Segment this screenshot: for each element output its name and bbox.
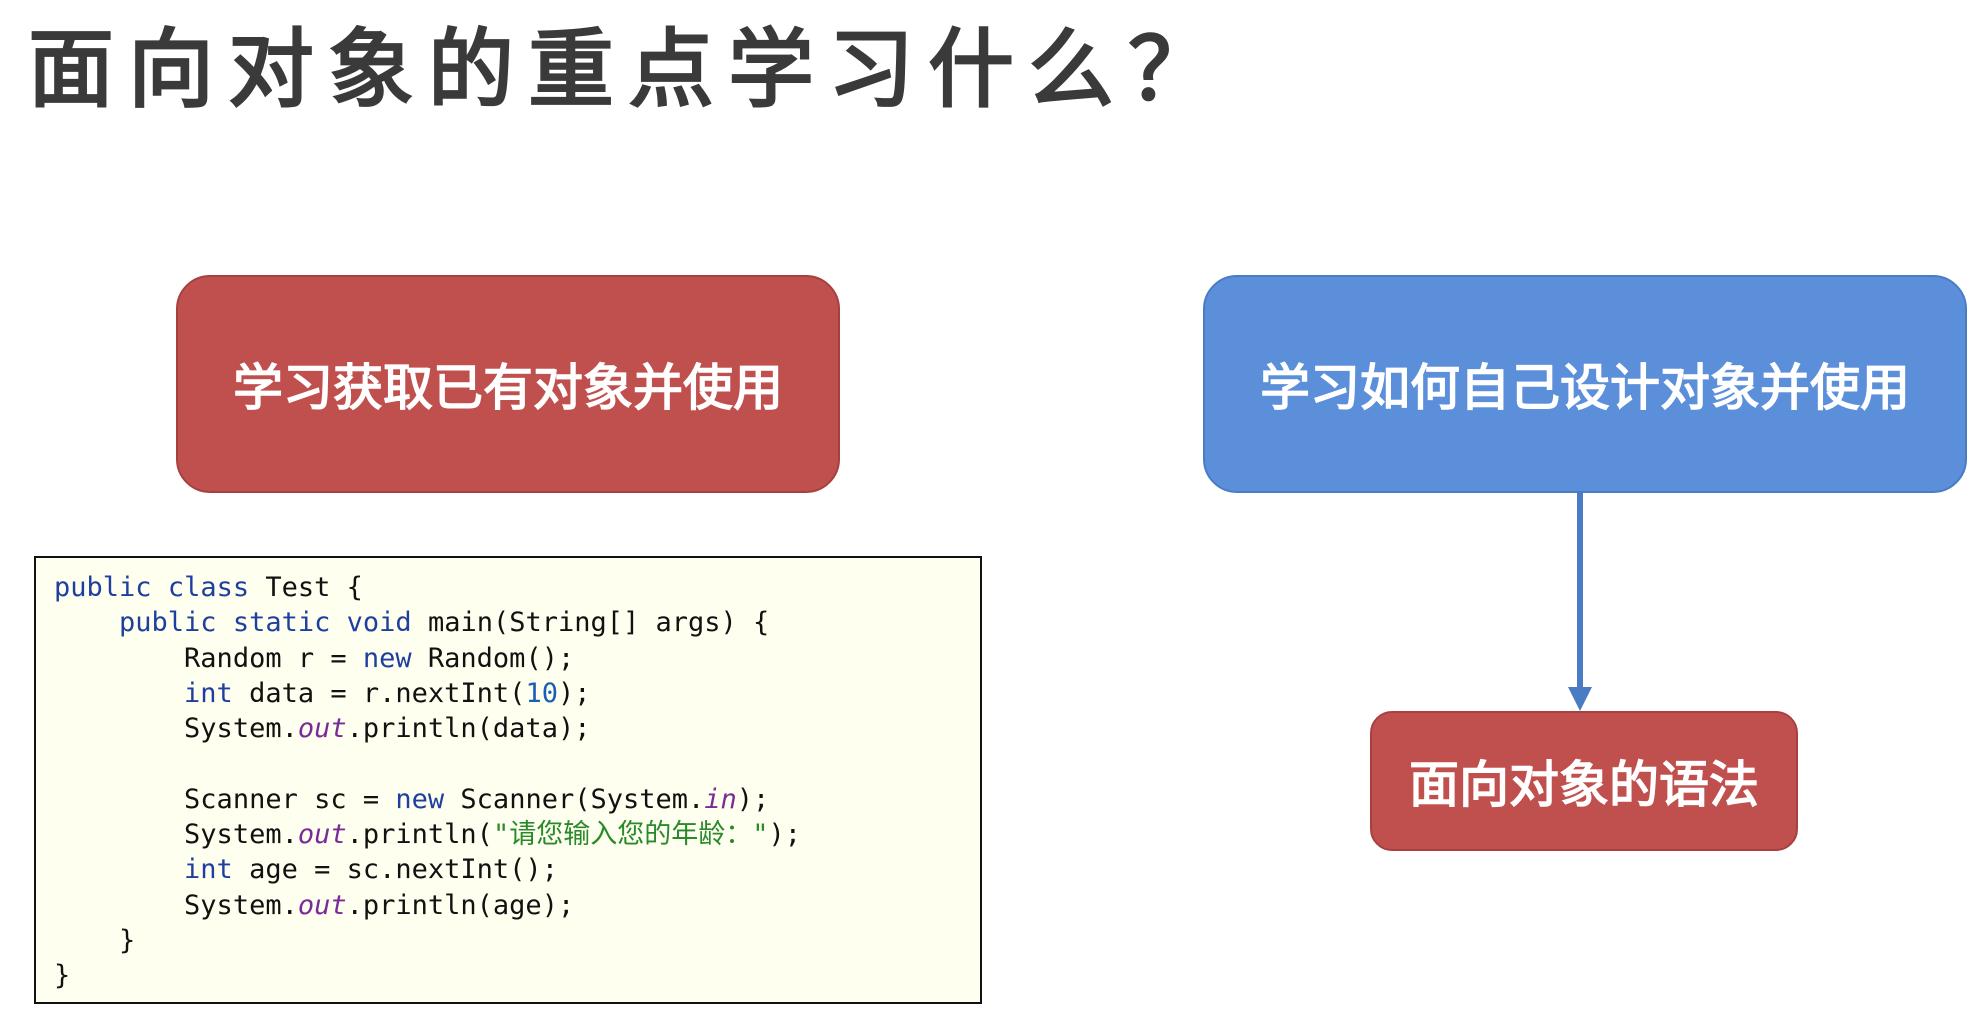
code-text: ); [736,783,770,815]
code-text: } [54,960,71,992]
code-text: } [119,924,136,956]
code-keyword: public [119,607,217,639]
code-text: Random r = [184,642,363,674]
code-string: "请您输入您的年龄：" [492,819,769,851]
code-line: int age = sc.nextInt(); [54,852,980,887]
code-keyword: new [362,642,412,674]
code-line: } [54,923,980,958]
box-use-existing-objects: 学习获取已有对象并使用 [176,275,840,493]
code-text: main(String[] args) { [427,607,770,639]
box-design-own-objects-label: 学习如何自己设计对象并使用 [1260,359,1910,417]
code-line [54,746,980,781]
code-text: .println( [346,819,493,851]
down-arrow-icon [1568,493,1592,711]
slide-title: 面向对象的重点学习什么？ [28,19,1228,120]
code-number: 10 [525,677,558,709]
code-line: System.out.println(data); [54,711,980,746]
code-line: public static void main(String[] args) { [54,605,980,640]
code-line: Random r = new Random(); [54,641,980,676]
code-field: out [297,889,347,921]
code-snippet: public class Test { public static void m… [34,556,982,1004]
code-text: System. [184,889,298,921]
code-field: out [297,713,347,745]
code-text: .println(data); [346,713,591,745]
code-text: Scanner(System. [460,783,705,815]
code-text: age = sc.nextInt(); [249,854,558,886]
box-oop-syntax-label: 面向对象的语法 [1409,756,1759,814]
code-text: System. [184,713,298,745]
code-text: Scanner sc = [184,783,396,815]
box-design-own-objects: 学习如何自己设计对象并使用 [1203,275,1967,493]
code-line: System.out.println("请您输入您的年龄："); [54,817,980,852]
box-oop-syntax: 面向对象的语法 [1370,711,1798,851]
code-text: .println(age); [346,889,575,921]
code-line: System.out.println(age); [54,888,980,923]
code-line: public class Test { [54,570,980,605]
code-keyword: class [167,572,250,603]
code-text: data = r.nextInt( [249,677,526,709]
code-line: Scanner sc = new Scanner(System.in); [54,782,980,817]
code-field: out [297,819,347,851]
code-field: in [704,783,737,815]
code-keyword: new [395,783,445,815]
box-use-existing-objects-label: 学习获取已有对象并使用 [233,359,783,417]
code-keyword: int [184,677,233,709]
code-text: ); [557,677,591,709]
code-keyword: int [184,854,233,886]
code-keyword: void [346,607,412,639]
code-text: Test { [265,572,363,603]
code-text: ); [768,819,801,851]
code-line: } [54,958,980,993]
code-keyword: public [54,572,152,603]
code-text: Random(); [427,642,575,674]
code-keyword: static [232,607,331,639]
code-text: System. [184,819,298,851]
code-line: int data = r.nextInt(10); [54,676,980,711]
